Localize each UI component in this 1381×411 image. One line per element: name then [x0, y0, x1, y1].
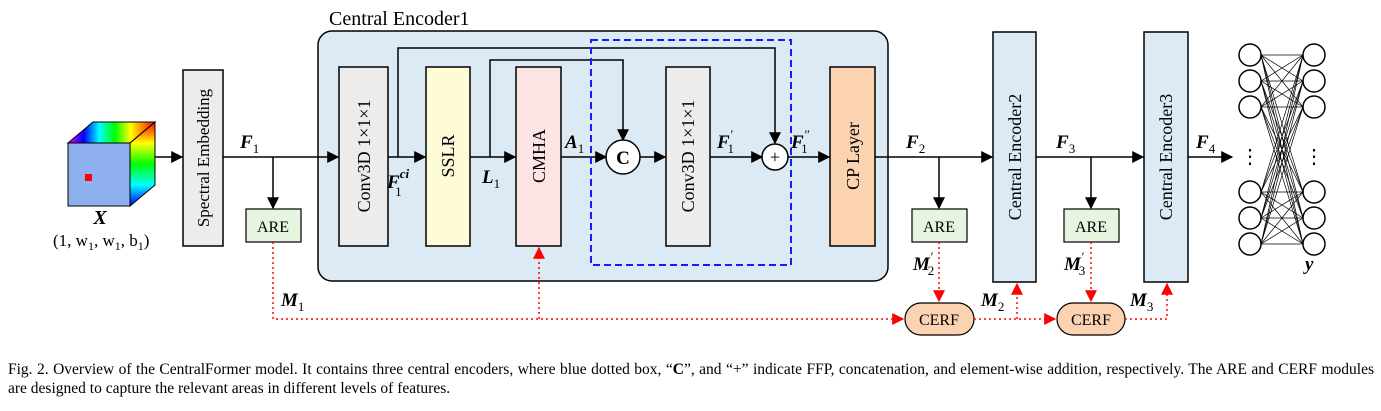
svg-text:Central Encoder2: Central Encoder2	[1005, 94, 1025, 220]
centralformer-diagram: Central Encoder1 X (1, w1, w1, b1) Spect	[53, 8, 1326, 336]
add-node: +	[761, 143, 789, 171]
fully-connected-network	[1238, 43, 1326, 256]
mlp-input-neuron	[1238, 206, 1262, 230]
mlp-output-neuron	[1302, 95, 1326, 119]
label-f4: F4	[1195, 132, 1216, 156]
svg-text:+: +	[770, 147, 780, 167]
svg-text:CERF: CERF	[919, 312, 959, 329]
svg-text:C: C	[616, 148, 630, 169]
sslr-block: SSLR	[425, 66, 471, 247]
mlp-output-neuron	[1302, 69, 1326, 93]
cp-layer-block: CP Layer	[829, 66, 876, 247]
label-f3: F3	[1055, 132, 1075, 156]
concat-node: C	[605, 139, 641, 175]
cmha-block: CMHA	[515, 66, 562, 247]
central-encoder1-box	[317, 30, 889, 282]
mlp-connection	[1260, 54, 1304, 82]
svg-text:CERF: CERF	[1071, 312, 1111, 329]
svg-text:Conv3D 1×1×1: Conv3D 1×1×1	[354, 100, 374, 213]
label-f1: F1	[239, 132, 259, 156]
mlp-dots-right: ⋮	[1304, 146, 1324, 168]
label-m1: M1	[280, 290, 304, 314]
input-cube	[66, 120, 157, 208]
ffp-box	[590, 39, 792, 266]
svg-text:ARE: ARE	[257, 219, 289, 236]
mlp-output-neuron	[1302, 180, 1326, 204]
svg-text:CMHA: CMHA	[529, 129, 549, 183]
label-m2: M2	[980, 290, 1004, 314]
mlp-input-neuron	[1238, 95, 1262, 119]
mlp-output-neuron	[1302, 43, 1326, 67]
mlp-dots-left: ⋮	[1240, 146, 1260, 168]
central-encoder1-title: Central Encoder1	[329, 8, 470, 30]
mlp-connection	[1260, 217, 1304, 245]
are-block-3: ARE	[1063, 208, 1120, 243]
mlp-connection	[1260, 80, 1304, 245]
mlp-connection	[1260, 191, 1304, 245]
conv3d-block-2: Conv3D 1×1×1	[665, 66, 711, 247]
input-symbol: X	[92, 207, 107, 229]
mlp-output-neuron	[1302, 232, 1326, 256]
mlp-input-neuron	[1238, 180, 1262, 204]
input-shape: (1, w1, w1, b1)	[53, 231, 149, 253]
mlp-connection	[1260, 106, 1304, 245]
label-y: y	[1303, 254, 1314, 275]
mlp-connection	[1260, 54, 1304, 219]
conv3d-block-1: Conv3D 1×1×1	[338, 66, 389, 247]
cerf-block-1: CERF	[904, 302, 975, 336]
label-f2: F2	[905, 132, 925, 156]
label-m3: M3	[1129, 290, 1153, 314]
svg-text:Conv3D 1×1×1: Conv3D 1×1×1	[678, 100, 698, 213]
mlp-input-neuron	[1238, 232, 1262, 256]
svg-text:SSLR: SSLR	[438, 134, 458, 177]
label-a1: A1	[564, 132, 584, 156]
mlp-output-neuron	[1302, 206, 1326, 230]
are-block-2: ARE	[911, 208, 968, 243]
mlp-input-neuron	[1238, 69, 1262, 93]
mlp-connection	[1260, 54, 1304, 108]
mlp-input-neuron	[1238, 43, 1262, 67]
center-pixel-marker	[85, 174, 92, 181]
central-encoder3-block: Central Encoder3	[1143, 31, 1189, 283]
label-f1-dprime: F″1	[790, 127, 810, 156]
svg-text:ARE: ARE	[1075, 219, 1107, 236]
svg-text:Central Encoder3: Central Encoder3	[1156, 94, 1176, 220]
svg-text:CP Layer: CP Layer	[843, 122, 863, 190]
mlp-connection	[1260, 54, 1304, 245]
figure-caption: Fig. 2. Overview of the CentralFormer mo…	[8, 361, 1374, 397]
label-f1-prime: F′1	[716, 127, 734, 156]
are-block-1: ARE	[245, 208, 302, 243]
mlp-connection	[1260, 54, 1304, 193]
central-encoder2-block: Central Encoder2	[992, 31, 1037, 283]
cerf-block-2: CERF	[1056, 302, 1126, 336]
svg-text:Spectral Embedding: Spectral Embedding	[194, 88, 213, 227]
label-m2-prime: M′2	[912, 249, 934, 278]
label-m3-prime: M′3	[1063, 249, 1085, 278]
spectral-embedding-block: Spectral Embedding	[182, 69, 224, 247]
label-l1: L1	[481, 167, 500, 191]
svg-text:ARE: ARE	[923, 219, 955, 236]
